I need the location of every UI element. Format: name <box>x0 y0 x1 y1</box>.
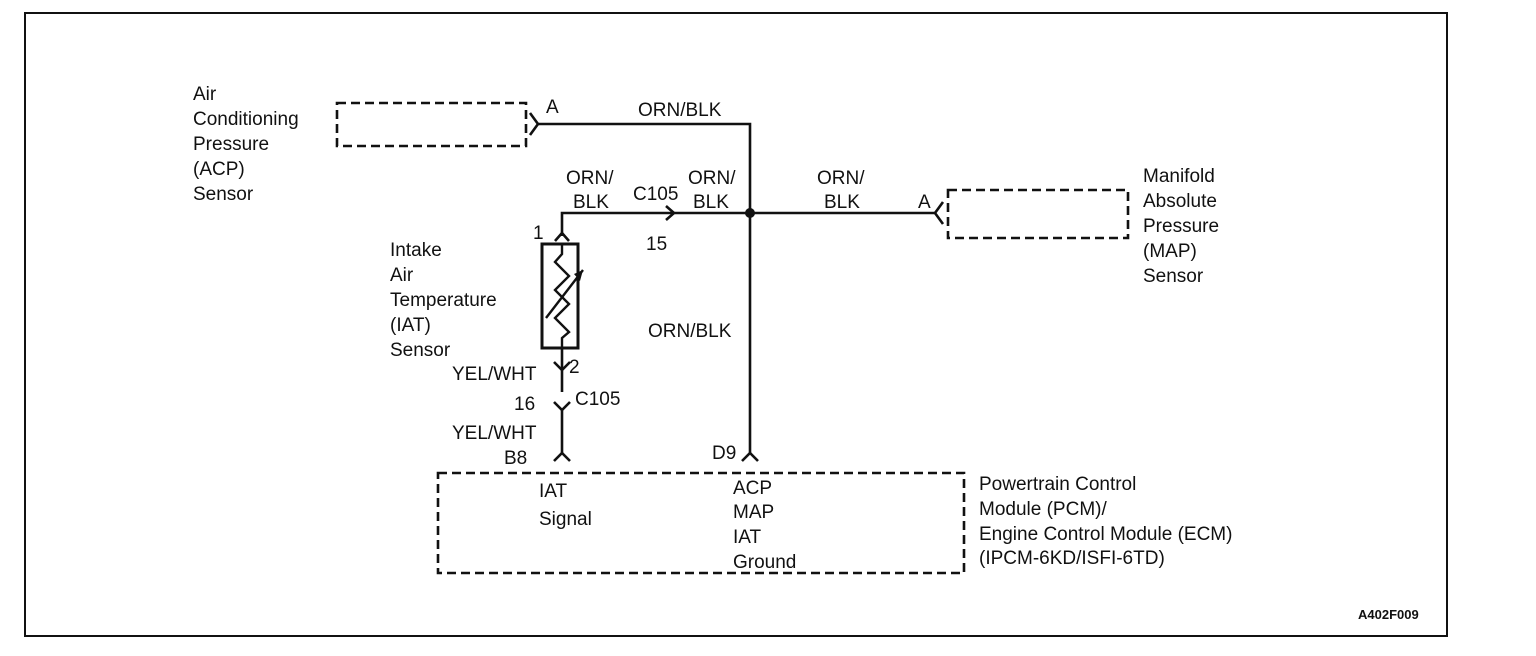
map-sensor-box <box>946 188 1130 240</box>
orn-blk-wire-main <box>538 122 752 453</box>
c105-top-pin: 15 <box>646 234 667 255</box>
iat-pin-1: 1 <box>533 223 544 244</box>
svg-text:Powertrain Control: Powertrain Control <box>979 474 1136 495</box>
splice-left-label-a: ORN/ <box>688 168 736 189</box>
svg-text:MAP: MAP <box>733 502 774 523</box>
c105-top-connector-icon <box>665 205 676 221</box>
acp-sensor-box <box>335 101 528 148</box>
pcm-iat-terminal-label: IAT Signal <box>539 481 592 530</box>
iat-sensor-label: Intake Air Temperature (IAT) Sensor <box>390 240 497 361</box>
map-pin-label: A <box>918 192 931 213</box>
map-sensor-label: Manifold Absolute Pressure (MAP) Sensor <box>1143 166 1219 287</box>
svg-text:IAT: IAT <box>539 481 568 502</box>
svg-text:Engine Control Module (ECM): Engine Control Module (ECM) <box>979 524 1232 545</box>
b8-connector-icon <box>553 451 571 462</box>
acp-sensor-label: Air Conditioning Pressure (ACP) Sensor <box>193 84 299 205</box>
pcm-vertical-wire-label: ORN/BLK <box>648 321 732 342</box>
iat-pin-2: 2 <box>569 357 580 378</box>
svg-text:Sensor: Sensor <box>1143 266 1204 287</box>
svg-text:Pressure: Pressure <box>193 134 269 155</box>
svg-text:Sensor: Sensor <box>390 340 451 361</box>
svg-text:Intake: Intake <box>390 240 442 261</box>
svg-text:Absolute: Absolute <box>1143 191 1217 212</box>
svg-text:(ACP): (ACP) <box>193 159 245 180</box>
pcm-box <box>436 471 966 575</box>
figure-id: A402F009 <box>1358 607 1419 622</box>
variable-arrow-head-icon <box>574 270 583 281</box>
c105-bottom-connector-icon <box>553 401 571 412</box>
iat-top-wire-label-b: BLK <box>573 192 609 213</box>
c105-bottom-pin: 16 <box>514 394 535 415</box>
c105-bottom-label: C105 <box>575 389 620 410</box>
svg-text:Signal: Signal <box>539 509 592 530</box>
svg-text:(IPCM-6KD/ISFI-6TD): (IPCM-6KD/ISFI-6TD) <box>979 548 1165 569</box>
splice-left-label-b: BLK <box>693 192 729 213</box>
acp-connector-icon <box>528 112 540 136</box>
acp-pin-label: A <box>546 97 559 118</box>
iat-top-wire-label-a: ORN/ <box>566 168 614 189</box>
variable-arrow-line <box>545 269 584 319</box>
svg-text:(IAT): (IAT) <box>390 315 431 336</box>
iat-sensor-body <box>540 242 580 350</box>
pcm-ground-terminal-label: ACP MAP IAT Ground <box>733 478 796 573</box>
svg-text:Air: Air <box>390 265 414 286</box>
map-connector-icon <box>933 201 945 225</box>
svg-text:Conditioning: Conditioning <box>193 109 299 130</box>
iat-signal-wire-label-upper: YEL/WHT <box>452 364 537 385</box>
svg-text:Temperature: Temperature <box>390 290 497 311</box>
svg-text:IAT: IAT <box>733 527 762 548</box>
iat-top-wire <box>560 211 750 236</box>
iat-signal-wire-label-lower: YEL/WHT <box>452 423 537 444</box>
svg-text:Ground: Ground <box>733 552 796 573</box>
diagram-frame <box>24 12 1448 637</box>
c105-top-label: C105 <box>633 184 678 205</box>
iat-pin1-connector-icon <box>554 231 570 242</box>
map-wire-label-a: ORN/ <box>817 168 865 189</box>
svg-text:Air: Air <box>193 84 217 105</box>
svg-text:Manifold: Manifold <box>1143 166 1215 187</box>
map-wire-label-b: BLK <box>824 192 860 213</box>
svg-text:Module (PCM)/: Module (PCM)/ <box>979 499 1107 520</box>
pcm-pin-d9: D9 <box>712 443 736 464</box>
acp-wire-label: ORN/BLK <box>638 100 722 121</box>
d9-connector-icon <box>741 451 759 462</box>
pcm-module-label: Powertrain Control Module (PCM)/ Engine … <box>979 474 1232 569</box>
svg-text:(MAP): (MAP) <box>1143 241 1197 262</box>
svg-text:ACP: ACP <box>733 478 772 499</box>
svg-text:Pressure: Pressure <box>1143 216 1219 237</box>
pcm-pin-b8: B8 <box>504 448 527 469</box>
svg-text:Sensor: Sensor <box>193 184 254 205</box>
